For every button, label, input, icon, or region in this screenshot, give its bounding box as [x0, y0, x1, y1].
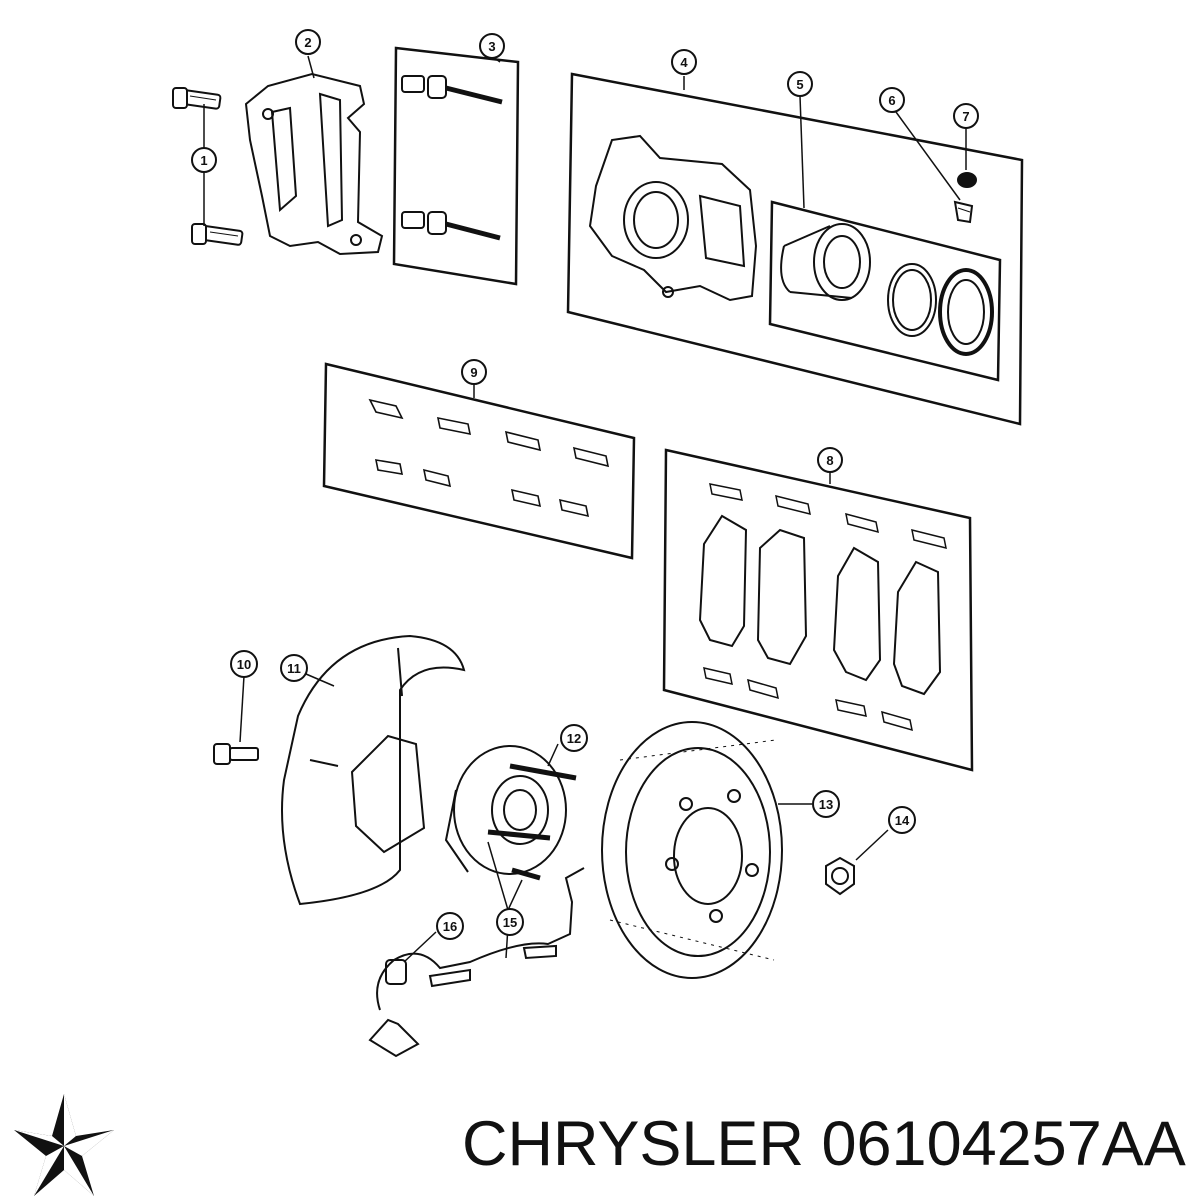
panel-3-frame	[392, 46, 520, 286]
bleeder-screw	[953, 200, 974, 224]
piston-and-seals	[780, 223, 994, 356]
callout-10: 10	[230, 650, 258, 678]
caliper-adapter-bracket	[244, 72, 384, 256]
callout-7: 7	[953, 103, 979, 129]
panel-5-frame	[768, 200, 1002, 382]
bleeder-cap	[957, 172, 977, 188]
caliper-body	[588, 134, 758, 302]
callout-6: 6	[879, 87, 905, 113]
svg-text:3: 3	[488, 39, 495, 54]
svg-text:10: 10	[237, 657, 251, 672]
callout-1: 1	[191, 147, 217, 173]
callout-11: 11	[280, 654, 308, 682]
svg-text:16: 16	[443, 919, 457, 934]
callout-8: 8	[817, 447, 843, 473]
caliper-bolts	[172, 87, 244, 246]
svg-text:9: 9	[470, 365, 477, 380]
svg-text:7: 7	[962, 109, 969, 124]
callout-3: 3	[479, 33, 505, 59]
svg-text:6: 6	[888, 93, 895, 108]
svg-text:5: 5	[796, 77, 803, 92]
callout-12: 12	[560, 724, 588, 752]
splash-shield	[281, 634, 466, 906]
panel-4-frame	[566, 72, 1024, 426]
callout-16: 16	[436, 912, 464, 940]
brake-pad-set	[698, 483, 947, 732]
wheel-speed-sensor-wire	[368, 867, 585, 1058]
callout-5: 5	[787, 71, 813, 97]
part-title: CHRYSLER 06104257AA	[462, 1109, 1186, 1179]
svg-text:14: 14	[895, 813, 910, 828]
callout-2: 2	[295, 29, 321, 55]
brake-assembly-diagram: 1 2 3 4 5 6 7 8 9 10 11 12 13 14 15 16	[172, 29, 1024, 1058]
svg-text:4: 4	[680, 55, 688, 70]
callouts: 1 2 3 4 5 6 7 8 9 10 11 12 13 14 15 16	[191, 29, 979, 940]
callout-4: 4	[671, 49, 697, 75]
svg-text:12: 12	[567, 731, 581, 746]
wheel-hub	[444, 745, 577, 881]
svg-text:15: 15	[503, 915, 517, 930]
chrysler-pentastar-icon	[14, 1094, 114, 1196]
shield-bolt	[213, 743, 259, 765]
leader-lines	[203, 55, 967, 963]
callout-14: 14	[888, 806, 916, 834]
svg-text:11: 11	[287, 661, 301, 676]
svg-text:2: 2	[304, 35, 311, 50]
callout-13: 13	[812, 790, 840, 818]
svg-text:13: 13	[819, 797, 833, 812]
panel-9-frame	[322, 362, 636, 560]
callout-15: 15	[496, 908, 524, 936]
hub-nut	[825, 856, 855, 896]
pad-clip-kit	[368, 398, 610, 518]
guide-pins	[401, 75, 503, 241]
svg-text:1: 1	[200, 153, 207, 168]
brake-rotor	[601, 721, 783, 979]
callout-9: 9	[461, 359, 487, 385]
svg-text:8: 8	[826, 453, 833, 468]
panel-8-frame	[662, 448, 974, 772]
